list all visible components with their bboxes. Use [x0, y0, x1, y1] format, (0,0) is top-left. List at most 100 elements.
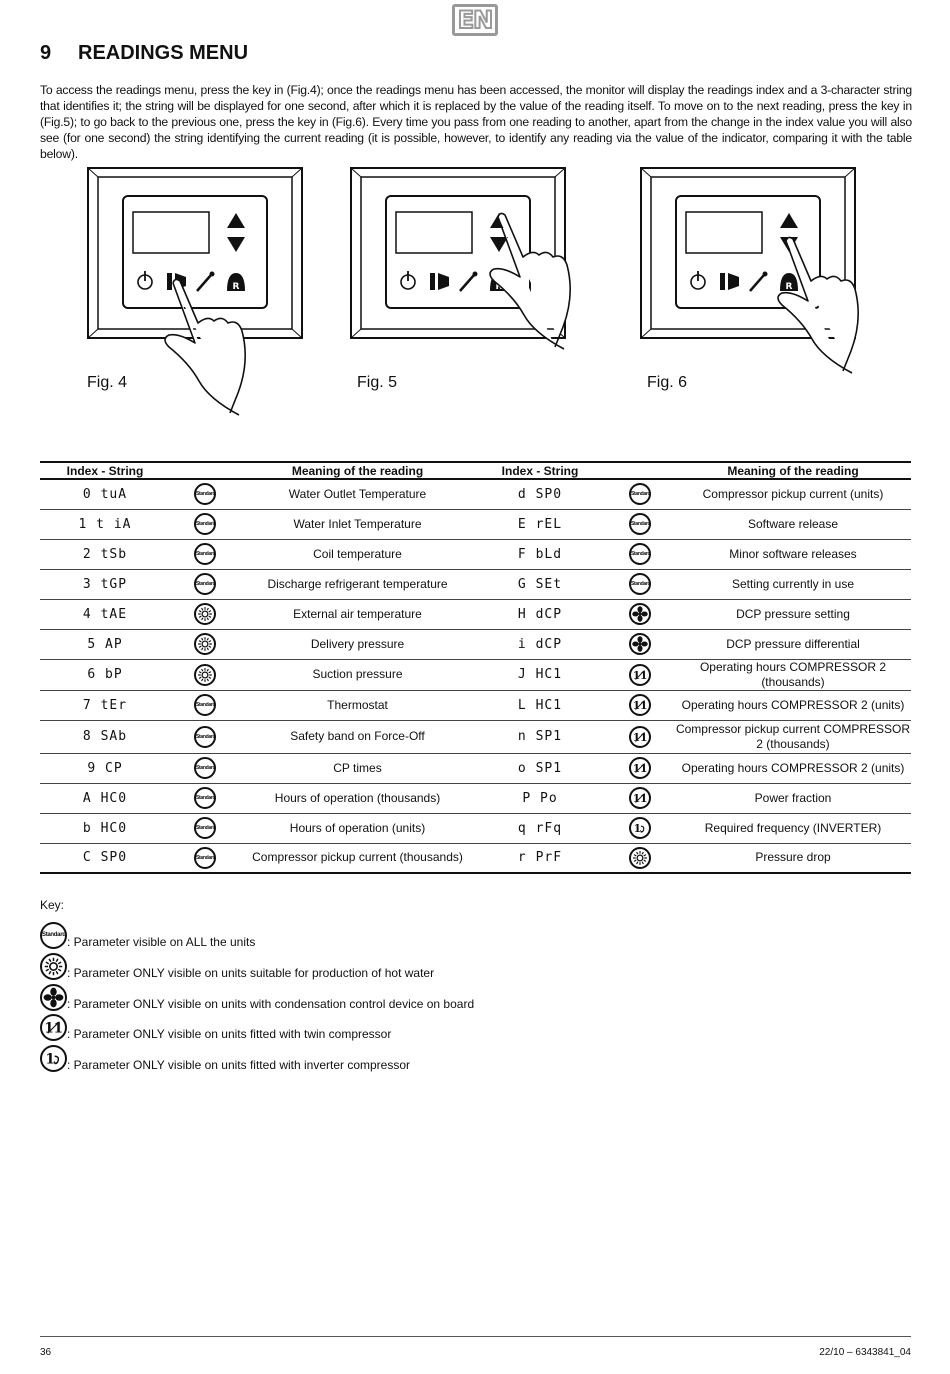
visibility-icon-cell: 11	[605, 720, 675, 754]
visibility-icon-cell: Standard	[170, 720, 240, 754]
reading-meaning: Operating hours COMPRESSOR 2 (units)	[675, 690, 911, 721]
twin-compressor-icon: 11	[629, 694, 651, 716]
key-item-text: : Parameter visible on ALL the units	[67, 934, 256, 949]
header-index-string-left: Index - String	[40, 461, 170, 480]
index-string: 0 tuA	[40, 479, 170, 510]
visibility-icon-cell	[605, 599, 675, 630]
standard-icon: Standard	[194, 817, 216, 839]
reading-meaning: Discharge refrigerant temperature	[240, 569, 475, 600]
reading-meaning: Water Outlet Temperature	[240, 479, 475, 510]
reading-meaning: Safety band on Force-Off	[240, 720, 475, 754]
section-title-text: READINGS MENU	[78, 42, 249, 64]
visibility-icon-cell	[605, 629, 675, 660]
visibility-icon-cell: Standard	[170, 843, 240, 874]
document-code: 22/10 – 6343841_04	[819, 1347, 911, 1358]
index-string: 2 tSb	[40, 539, 170, 570]
twin-compressor-icon: 11	[629, 663, 651, 686]
index-string: 1 t iA	[40, 509, 170, 540]
visibility-icon-cell: Standard	[170, 539, 240, 570]
sun-icon	[629, 846, 651, 869]
visibility-icon-cell: Standard	[170, 753, 240, 784]
standard-icon: Standard	[629, 513, 651, 535]
standard-icon: Standard	[194, 573, 216, 595]
svg-text:R: R	[786, 282, 793, 292]
index-string: r PrF	[475, 843, 605, 874]
standard-icon: Standard	[194, 483, 216, 506]
index-string: d SP0	[475, 479, 605, 510]
reading-meaning: Water Inlet Temperature	[240, 509, 475, 540]
visibility-icon-cell: 11	[605, 753, 675, 784]
index-string: 6 bP	[40, 659, 170, 691]
index-string: 4 tAE	[40, 599, 170, 630]
reading-meaning: DCP pressure differential	[675, 629, 911, 660]
index-string: G SEt	[475, 569, 605, 600]
key-item: 11 : Parameter ONLY visible on units fitt…	[40, 1014, 391, 1041]
standard-icon: Standard	[629, 543, 651, 565]
reading-meaning: Hours of operation (thousands)	[240, 783, 475, 814]
standard-icon: Standard	[194, 513, 216, 535]
reading-meaning: External air temperature	[240, 599, 475, 630]
visibility-icon-cell: Standard	[605, 509, 675, 540]
svg-text:1: 1	[634, 822, 641, 835]
visibility-icon-cell: 11	[605, 659, 675, 691]
svg-text:11: 11	[44, 1021, 63, 1037]
readings-table: Index - String Meaning of the reading In…	[40, 461, 911, 874]
visibility-icon-cell: Standard	[605, 479, 675, 510]
reading-meaning: Operating hours COMPRESSOR 2 (units)	[675, 753, 911, 784]
reading-meaning: Setting currently in use	[675, 569, 911, 600]
key-item: : Parameter ONLY visible on units suitab…	[40, 953, 434, 980]
visibility-icon-cell	[605, 843, 675, 874]
twin-compressor-icon: 11	[40, 1014, 67, 1041]
inverter-compressor-icon: 1	[40, 1045, 67, 1072]
section-number: 9	[40, 42, 52, 64]
standard-icon: Standard	[629, 483, 651, 506]
figure-caption: Fig. 4	[87, 374, 128, 391]
inverter-compressor-icon: 1	[629, 817, 651, 839]
sun-icon	[194, 603, 216, 625]
page-number: 36	[40, 1347, 52, 1358]
reading-meaning: Compressor pickup current COMPRESSOR 2 (…	[675, 720, 911, 754]
index-string: o SP1	[475, 753, 605, 784]
twin-compressor-icon: 11	[629, 725, 651, 748]
index-string: C SP0	[40, 843, 170, 874]
visibility-icon-cell: Standard	[170, 690, 240, 721]
controller-figure: R	[640, 165, 910, 440]
footer-divider	[40, 1336, 911, 1337]
key-title: Key:	[40, 898, 65, 912]
standard-icon: Standard	[40, 922, 67, 949]
twin-compressor-icon: 11	[629, 757, 651, 779]
index-string: i dCP	[475, 629, 605, 660]
standard-icon: Standard	[194, 694, 216, 716]
reading-meaning: Required frequency (INVERTER)	[675, 813, 911, 844]
visibility-icon-cell: Standard	[605, 569, 675, 600]
table-row: 3 tGP Standard Discharge refrigerant tempe…	[40, 569, 911, 600]
header-index-string-right: Index - String	[475, 461, 605, 480]
visibility-icon-cell	[170, 599, 240, 630]
index-string: E rEL	[475, 509, 605, 540]
standard-icon: Standard	[629, 573, 651, 595]
reading-meaning: Suction pressure	[240, 659, 475, 691]
index-string: L HC1	[475, 690, 605, 721]
reading-meaning: Software release	[675, 509, 911, 540]
visibility-icon-cell: 11	[605, 690, 675, 721]
index-string: b HC0	[40, 813, 170, 844]
standard-icon: Standard	[194, 725, 216, 748]
key-item-text: : Parameter ONLY visible on units fitted…	[67, 1026, 392, 1041]
reading-meaning: Coil temperature	[240, 539, 475, 570]
header-meaning-left: Meaning of the reading	[240, 461, 475, 480]
index-string: A HC0	[40, 783, 170, 814]
index-string: 3 tGP	[40, 569, 170, 600]
visibility-icon-cell: Standard	[605, 539, 675, 570]
reading-meaning: DCP pressure setting	[675, 599, 911, 630]
controller-figure: R	[350, 165, 620, 440]
index-string: 9 CP	[40, 753, 170, 784]
section-title: 9 READINGS MENU	[40, 42, 248, 65]
index-string: 8 SAb	[40, 720, 170, 754]
